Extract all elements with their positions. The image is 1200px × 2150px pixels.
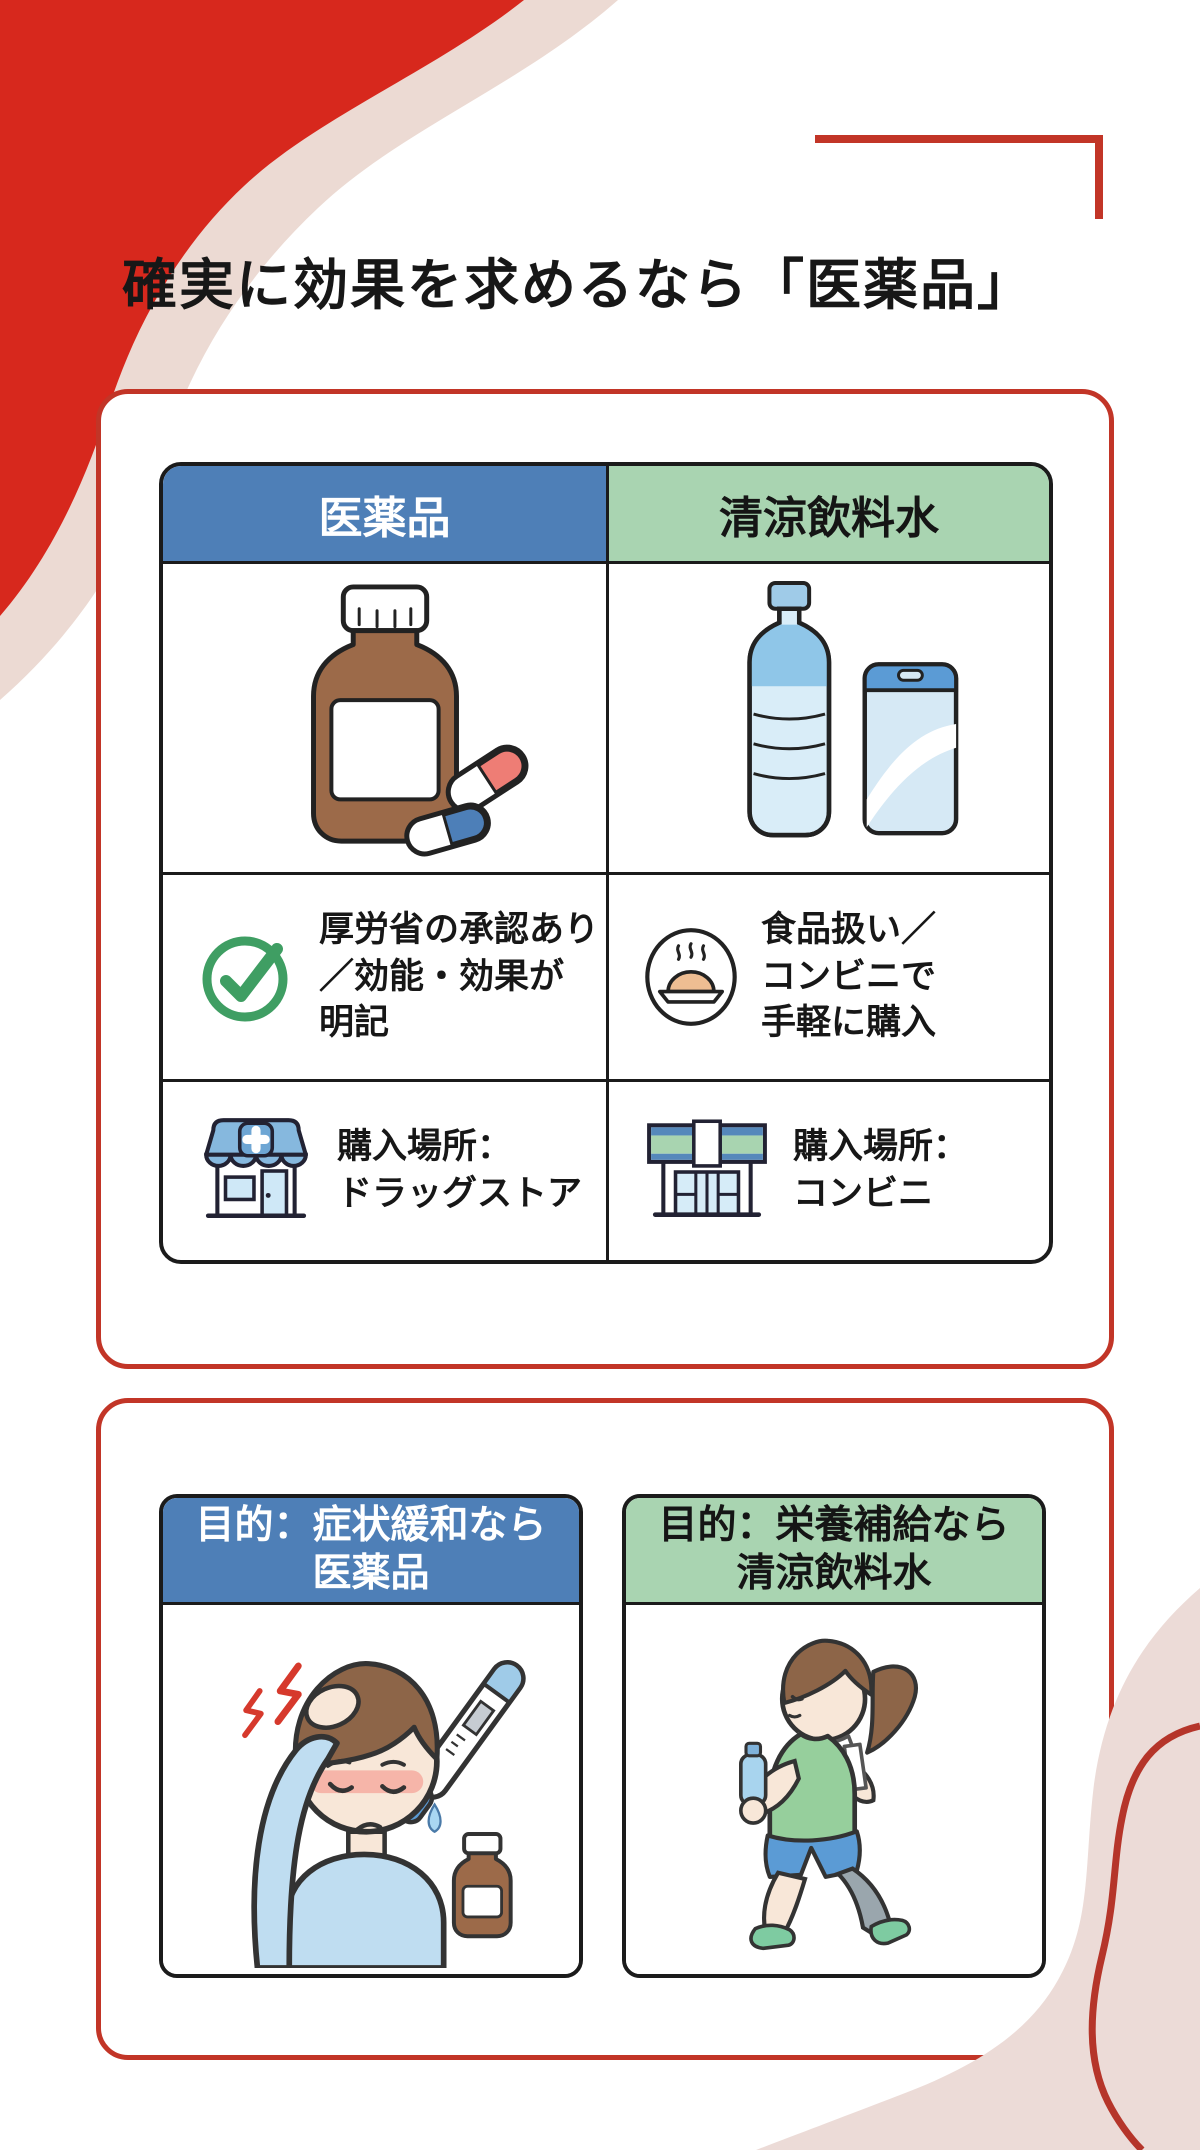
- soft-drink-food-text: 食品扱い／ コンビニで 手軽に購入: [761, 907, 936, 1048]
- comparison-card: 医薬品 清涼飲料水: [96, 389, 1114, 1369]
- headache-person-illustration: [163, 1605, 579, 1974]
- text-line: 購入場所：: [793, 1127, 969, 1167]
- soft-drink-food-cell: 食品扱い／ コンビニで 手軽に購入: [606, 872, 1049, 1079]
- medicine-illustration-cell: [163, 561, 606, 872]
- soft-drink-purchase-text: 購入場所： コンビニ: [793, 1124, 968, 1218]
- text-line: 購入場所：: [337, 1127, 513, 1167]
- medicine-bottle-and-capsules-icon: [225, 579, 545, 857]
- text-line: 明記: [319, 1003, 390, 1043]
- medicine-purchase-text: 購入場所： ドラッグストア: [337, 1124, 582, 1218]
- check-circle-icon: [195, 925, 299, 1029]
- text-line: ドラッグストア: [337, 1174, 583, 1213]
- text-line: コンビニ: [793, 1174, 934, 1213]
- medicine-purchase-cell: 購入場所： ドラッグストア: [163, 1079, 606, 1260]
- purpose-card: 目的：症状緩和なら 医薬品: [96, 1398, 1114, 2060]
- purpose-panel-soft-drink: 目的：栄養補給なら 清涼飲料水: [622, 1494, 1046, 1978]
- header-label: 清涼飲料水: [719, 493, 939, 543]
- drugstore-icon: [195, 1110, 317, 1232]
- hot-food-icon: [641, 925, 741, 1029]
- text-line: 厚労省の承認あり: [319, 909, 600, 949]
- soft-drink-purchase-cell: 購入場所： コンビニ: [606, 1079, 1049, 1260]
- text-line: ／効能・効果が: [319, 956, 565, 996]
- purpose-header-medicine: 目的：症状緩和なら 医薬品: [163, 1498, 579, 1605]
- purpose-panel-medicine: 目的：症状緩和なら 医薬品: [159, 1494, 583, 1978]
- medicine-approval-cell: 厚労省の承認あり ／効能・効果が 明記: [163, 872, 606, 1079]
- text-line: 食品扱い／: [761, 909, 937, 949]
- page-title: 確実に効果を求めるなら「医薬品」: [122, 254, 1035, 316]
- jogging-person-illustration: [626, 1605, 1042, 1974]
- purpose-header-soft-drink: 目的：栄養補給なら 清涼飲料水: [626, 1498, 1042, 1605]
- text-line: 手軽に購入: [761, 1003, 937, 1043]
- header-label: 医薬品: [318, 493, 451, 543]
- column-header-soft-drink: 清涼飲料水: [606, 466, 1049, 561]
- convenience-store-icon: [641, 1115, 773, 1227]
- text-line: 医薬品: [312, 1552, 430, 1595]
- soft-drink-illustration-cell: [606, 561, 1049, 872]
- text-line: 清涼飲料水: [736, 1552, 932, 1595]
- comparison-table: 医薬品 清涼飲料水: [159, 462, 1053, 1264]
- medicine-approval-text: 厚労省の承認あり ／効能・効果が 明記: [319, 907, 599, 1048]
- text-line: 目的：栄養補給なら: [658, 1503, 1010, 1547]
- text-line: 目的：症状緩和なら: [195, 1503, 547, 1547]
- column-header-medicine: 医薬品: [163, 466, 606, 561]
- text-line: コンビニで: [761, 956, 937, 996]
- corner-bracket-decoration: [815, 135, 1103, 219]
- pet-bottle-and-can-icon: [669, 579, 989, 857]
